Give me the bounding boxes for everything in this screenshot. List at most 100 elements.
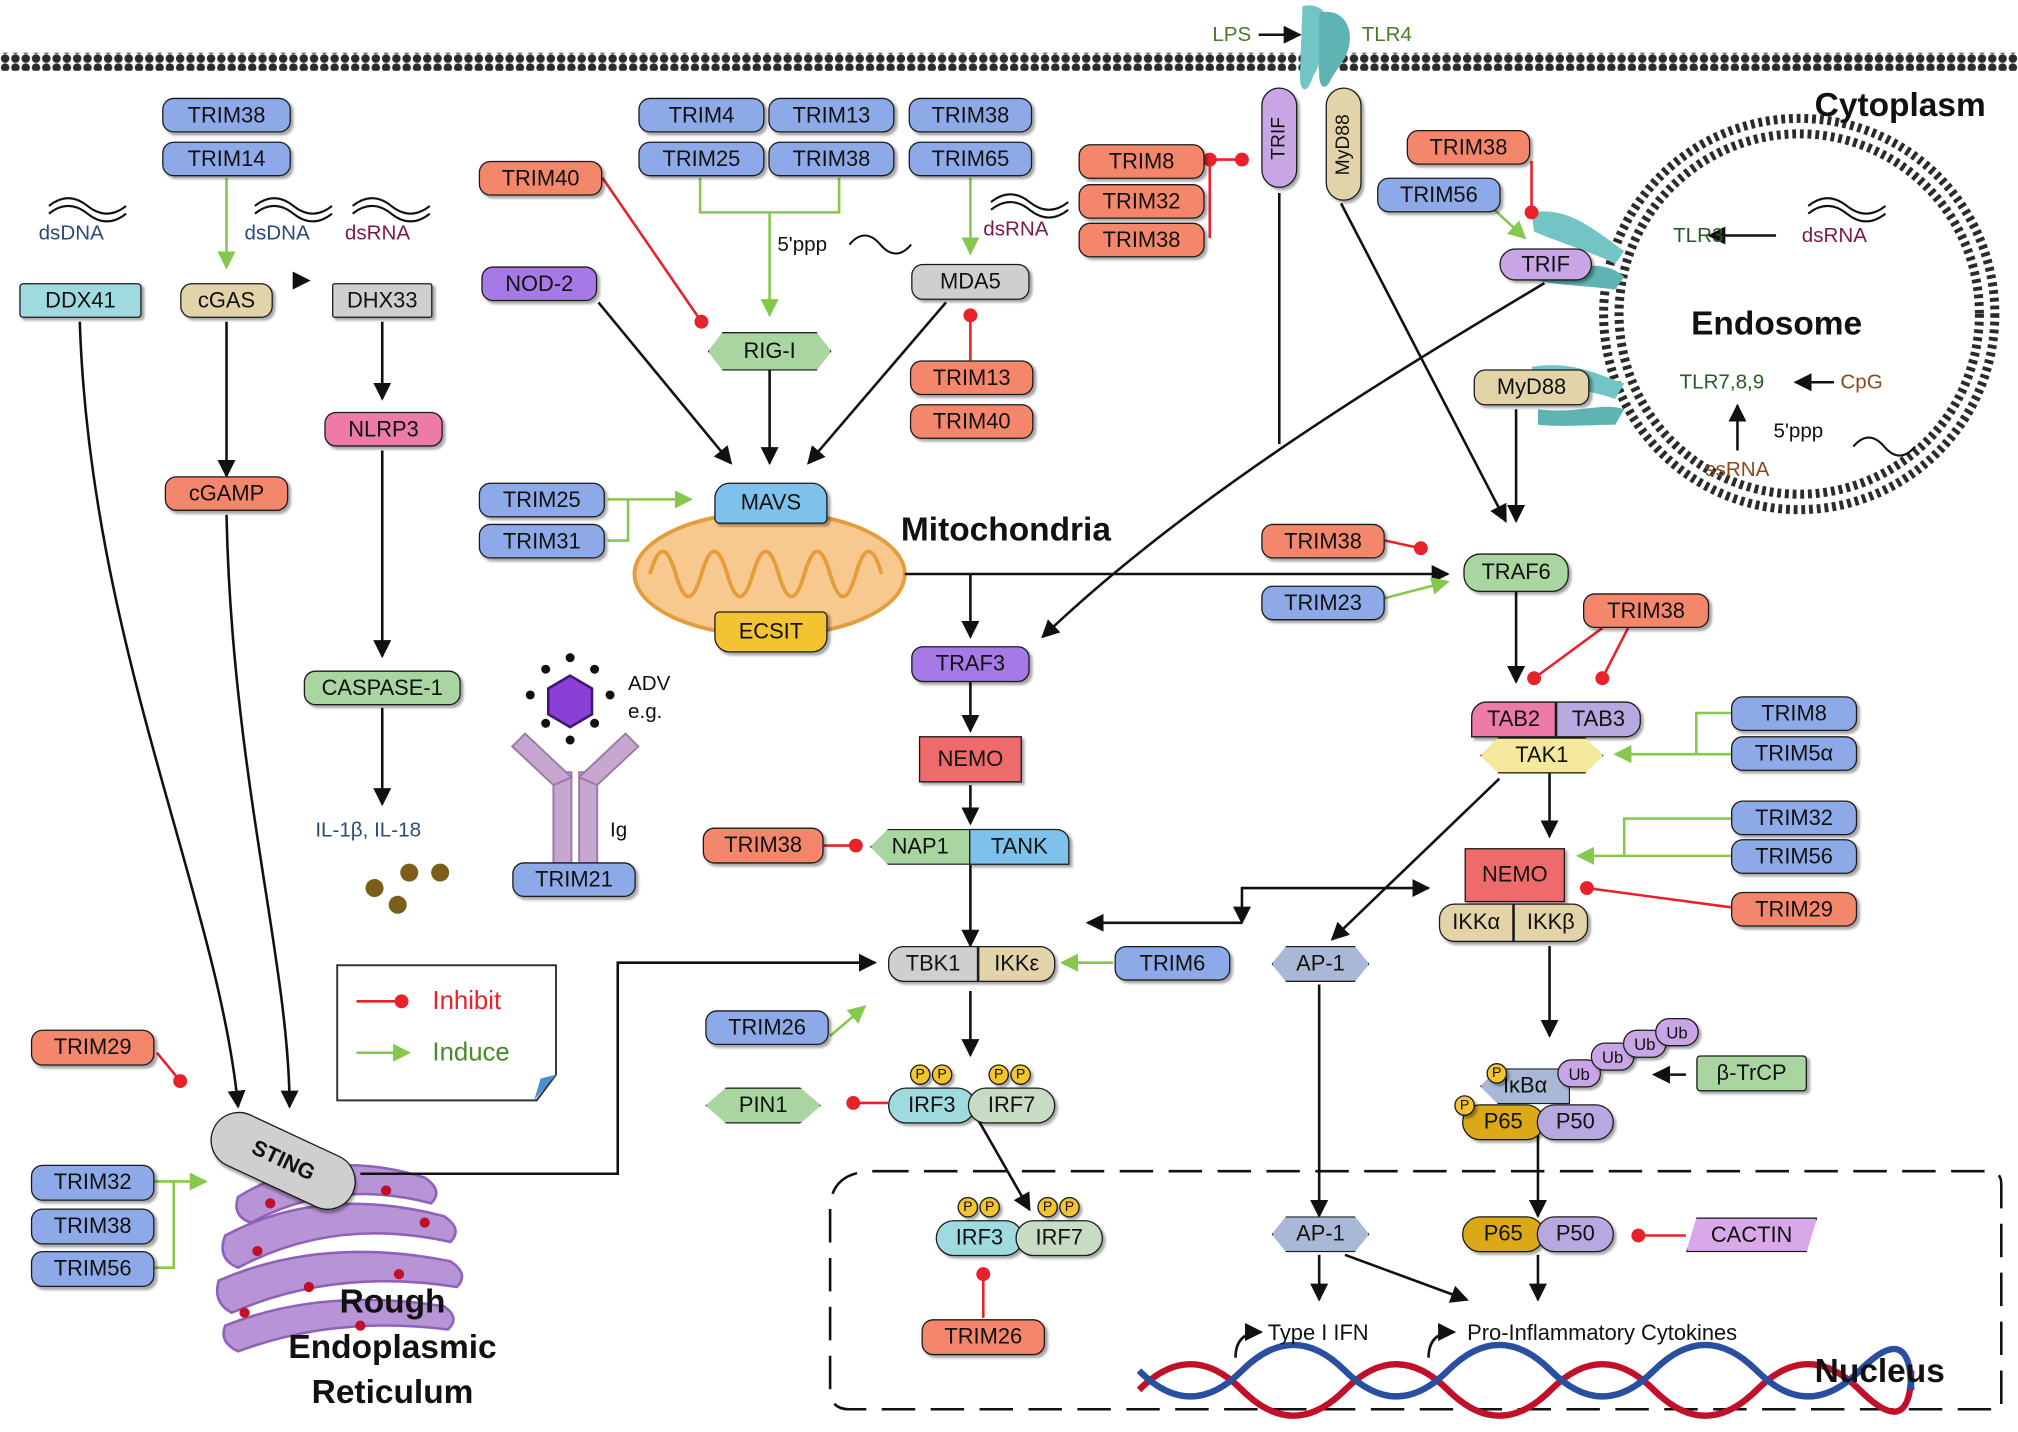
trim13-node: TRIM13 bbox=[909, 360, 1034, 396]
cytoplasm-label: Cytoplasm bbox=[1814, 84, 1986, 124]
myd88-node: MyD88 bbox=[1325, 87, 1362, 201]
endosome-label: Endosome bbox=[1691, 303, 1863, 343]
trim23-node: TRIM23 bbox=[1261, 585, 1385, 621]
phospho-badge: P bbox=[1010, 1064, 1031, 1085]
p50-node: P50 bbox=[1536, 1104, 1614, 1141]
tbk1-node: TBK1 bbox=[888, 945, 979, 982]
phospho-badge: P bbox=[909, 1064, 931, 1085]
trim4-node: TRIM4 bbox=[638, 97, 765, 133]
antibody-ig bbox=[510, 732, 640, 877]
cgamp-node: cGAMP bbox=[164, 476, 289, 511]
rigi-node: RIG-I bbox=[707, 332, 832, 371]
trim38-node: TRIM38 bbox=[1583, 593, 1710, 629]
nucleus-label: Nucleus bbox=[1814, 1351, 1945, 1390]
ig-label: Ig bbox=[610, 819, 628, 842]
trim40-node: TRIM40 bbox=[909, 404, 1034, 439]
irf3-node: IRF3 bbox=[888, 1087, 976, 1124]
trim29-node: TRIM29 bbox=[1731, 891, 1858, 927]
tlr789-label: TLR7,8,9 bbox=[1679, 371, 1765, 394]
lps-label: LPS bbox=[1212, 24, 1252, 47]
er-label-1: Rough bbox=[339, 1281, 446, 1321]
trim29-node: TRIM29 bbox=[30, 1029, 155, 1066]
ikke-node: IKKε bbox=[978, 945, 1056, 982]
phospho-badge: P bbox=[931, 1064, 953, 1085]
cytokine-dots bbox=[365, 863, 450, 914]
trim26-node: TRIM26 bbox=[705, 1010, 829, 1046]
ssrna-label: ssRNA bbox=[1705, 459, 1770, 482]
tlr3-label: TLR3 bbox=[1673, 225, 1724, 248]
trim38-node: TRIM38 bbox=[702, 827, 824, 864]
phospho-badge: P bbox=[957, 1196, 979, 1218]
legend-inhibit: Inhibit bbox=[432, 987, 502, 1016]
type1-ifn-label: Type I IFN bbox=[1267, 1320, 1369, 1345]
tak1-node: TAK1 bbox=[1480, 737, 1604, 774]
nap1-node: NAP1 bbox=[870, 828, 971, 865]
trim25-node: TRIM25 bbox=[638, 141, 765, 177]
tlr4-label: TLR4 bbox=[1361, 24, 1412, 47]
legend-induce: Induce bbox=[432, 1038, 510, 1067]
trim38-node: TRIM38 bbox=[1078, 222, 1205, 258]
plasma-membrane bbox=[0, 52, 2018, 71]
tlr3-receptor bbox=[1531, 211, 1625, 264]
trim32-node: TRIM32 bbox=[30, 1164, 155, 1201]
mda5-node: MDA5 bbox=[911, 263, 1030, 300]
irf7-node: IRF7 bbox=[1015, 1220, 1103, 1257]
phospho-badge: P bbox=[1037, 1196, 1058, 1218]
nucleus-boundary bbox=[828, 1169, 2003, 1411]
tab2-node: TAB2 bbox=[1471, 701, 1556, 738]
trim56-node: TRIM56 bbox=[1377, 177, 1501, 213]
phospho-badge: P bbox=[979, 1196, 1000, 1218]
ddx41-node: DDX41 bbox=[19, 283, 142, 318]
phospho-badge: P bbox=[1059, 1196, 1080, 1218]
trim14-node: TRIM14 bbox=[162, 141, 291, 177]
traf6-node: TRAF6 bbox=[1463, 553, 1569, 593]
trim38-node: TRIM38 bbox=[1406, 129, 1531, 165]
cpg-label: CpG bbox=[1840, 371, 1883, 394]
trim6-node: TRIM6 bbox=[1114, 945, 1231, 981]
ikkb-node: IKKβ bbox=[1513, 903, 1589, 943]
dsdna-label-2: dsDNA bbox=[244, 222, 310, 245]
btrcp-node: β-TrCP bbox=[1696, 1055, 1807, 1092]
p65-node: P65 bbox=[1462, 1216, 1545, 1253]
tab3-node: TAB3 bbox=[1555, 701, 1641, 738]
tank-node: TANK bbox=[969, 828, 1070, 865]
dsrna-label-2: dsRNA bbox=[983, 218, 1049, 241]
myd88-node-text: MyD88 bbox=[1332, 113, 1355, 175]
ecsit-node: ECSIT bbox=[714, 611, 828, 653]
trim26-node: TRIM26 bbox=[921, 1319, 1046, 1356]
ap1-node: AP-1 bbox=[1271, 1216, 1370, 1253]
trim56-node: TRIM56 bbox=[1731, 839, 1858, 874]
trim38-node: TRIM38 bbox=[908, 97, 1033, 133]
ppp-rig-label: 5'ppp bbox=[777, 234, 828, 257]
trim21-node: TRIM21 bbox=[512, 862, 636, 898]
mavs-node: MAVS bbox=[714, 482, 828, 524]
dhx33-node: DHX33 bbox=[332, 283, 433, 318]
eg-label: e.g. bbox=[628, 701, 663, 724]
dsdna-label-1: dsDNA bbox=[38, 222, 104, 245]
adv-virus-icon bbox=[525, 653, 615, 745]
trif-node-text: TRIF bbox=[1268, 116, 1291, 160]
er-label-3: Reticulum bbox=[311, 1371, 474, 1411]
dsrna-label-1: dsRNA bbox=[344, 222, 411, 245]
ap1-node: AP-1 bbox=[1271, 945, 1370, 982]
adv-label: ADV bbox=[628, 673, 671, 695]
ub-node: Ub bbox=[1655, 1018, 1699, 1047]
p65-node: P65 bbox=[1462, 1104, 1545, 1141]
trim38-node: TRIM38 bbox=[1261, 523, 1385, 559]
trim8-node: TRIM8 bbox=[1078, 144, 1205, 179]
dsrna-endo-label: dsRNA bbox=[1801, 225, 1868, 248]
proinflammatory-label: Pro-Inflammatory Cytokines bbox=[1467, 1320, 1738, 1345]
ppp-endo-label: 5'ppp bbox=[1773, 420, 1824, 443]
nod2-node: NOD-2 bbox=[481, 266, 598, 302]
trim32-node: TRIM32 bbox=[1731, 800, 1858, 836]
phospho-badge: P bbox=[988, 1064, 1010, 1085]
trim38-node: TRIM38 bbox=[162, 97, 291, 133]
nlrp3-node: NLRP3 bbox=[324, 411, 443, 447]
trim25-node: TRIM25 bbox=[478, 482, 605, 518]
pin1-node: PIN1 bbox=[705, 1087, 822, 1124]
endosome-membrane bbox=[1599, 113, 2000, 515]
myd88-node: MyD88 bbox=[1473, 369, 1590, 406]
traf3-node: TRAF3 bbox=[911, 646, 1030, 683]
